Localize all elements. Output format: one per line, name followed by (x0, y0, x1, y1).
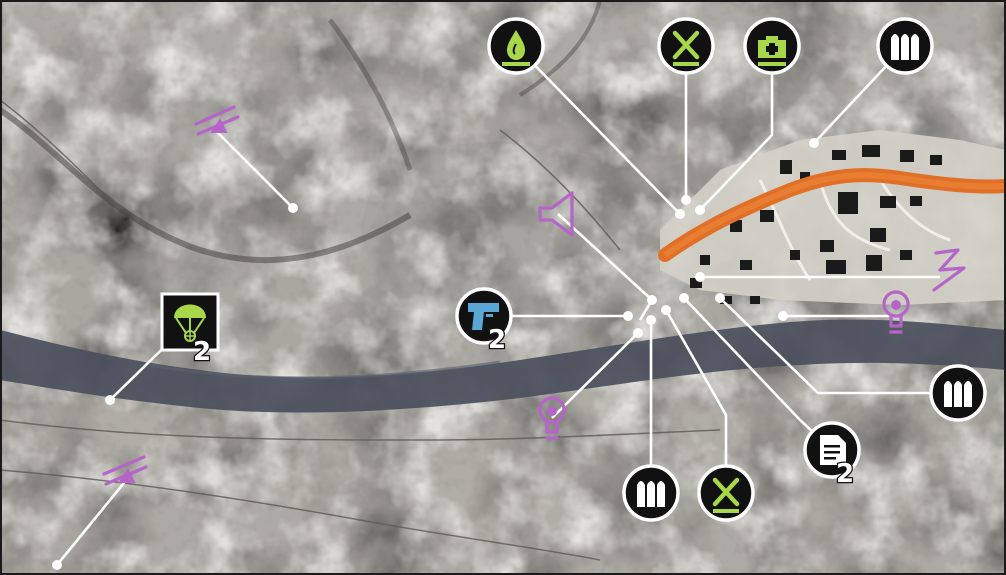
document-marker[interactable]: 2 (803, 421, 861, 490)
fuel-marker[interactable] (487, 17, 545, 75)
crossed-tools-icon (672, 30, 700, 66)
handgun-count: 2 (488, 325, 506, 355)
medkit-marker[interactable] (743, 17, 801, 75)
power-marker[interactable] (932, 248, 966, 292)
weapon-parts-marker-north[interactable] (657, 17, 715, 75)
zipline-marker-north[interactable] (194, 105, 240, 136)
handgun-marker[interactable]: 2 (455, 287, 513, 356)
document-count: 2 (836, 459, 854, 489)
parachute-icon (174, 304, 206, 342)
river (0, 319, 1006, 413)
ammo-marker-south[interactable] (622, 464, 680, 522)
ammo-marker-east[interactable] (929, 364, 987, 422)
ammo-icon (637, 481, 665, 507)
leader-lines (55, 45, 958, 566)
ammo-icon (891, 34, 919, 60)
zipline-marker-south[interactable] (102, 455, 148, 486)
zipline-icon (102, 455, 148, 486)
lightning-icon (932, 248, 966, 292)
speaker-icon (538, 191, 574, 237)
parachute-count: 2 (193, 337, 211, 367)
roads (0, 99, 721, 561)
weapon-parts-marker-south[interactable] (697, 464, 755, 522)
parachute-drop-marker[interactable]: 2 (160, 292, 220, 368)
lamp-marker-east[interactable] (882, 290, 910, 334)
crossed-tools-icon (712, 477, 740, 513)
handgun-icon (468, 303, 499, 330)
lightbulb-icon (538, 396, 566, 440)
ammo-icon (944, 381, 972, 407)
document-icon (820, 435, 846, 465)
medkit-icon (758, 36, 786, 66)
lamp-marker-south[interactable] (538, 396, 566, 440)
lightbulb-icon (882, 290, 910, 334)
anchor-dots (52, 138, 819, 570)
speaker-marker[interactable] (538, 191, 574, 237)
fuel-icon (502, 30, 530, 66)
zipline-icon (194, 105, 240, 136)
ammo-marker-north[interactable] (876, 17, 934, 75)
